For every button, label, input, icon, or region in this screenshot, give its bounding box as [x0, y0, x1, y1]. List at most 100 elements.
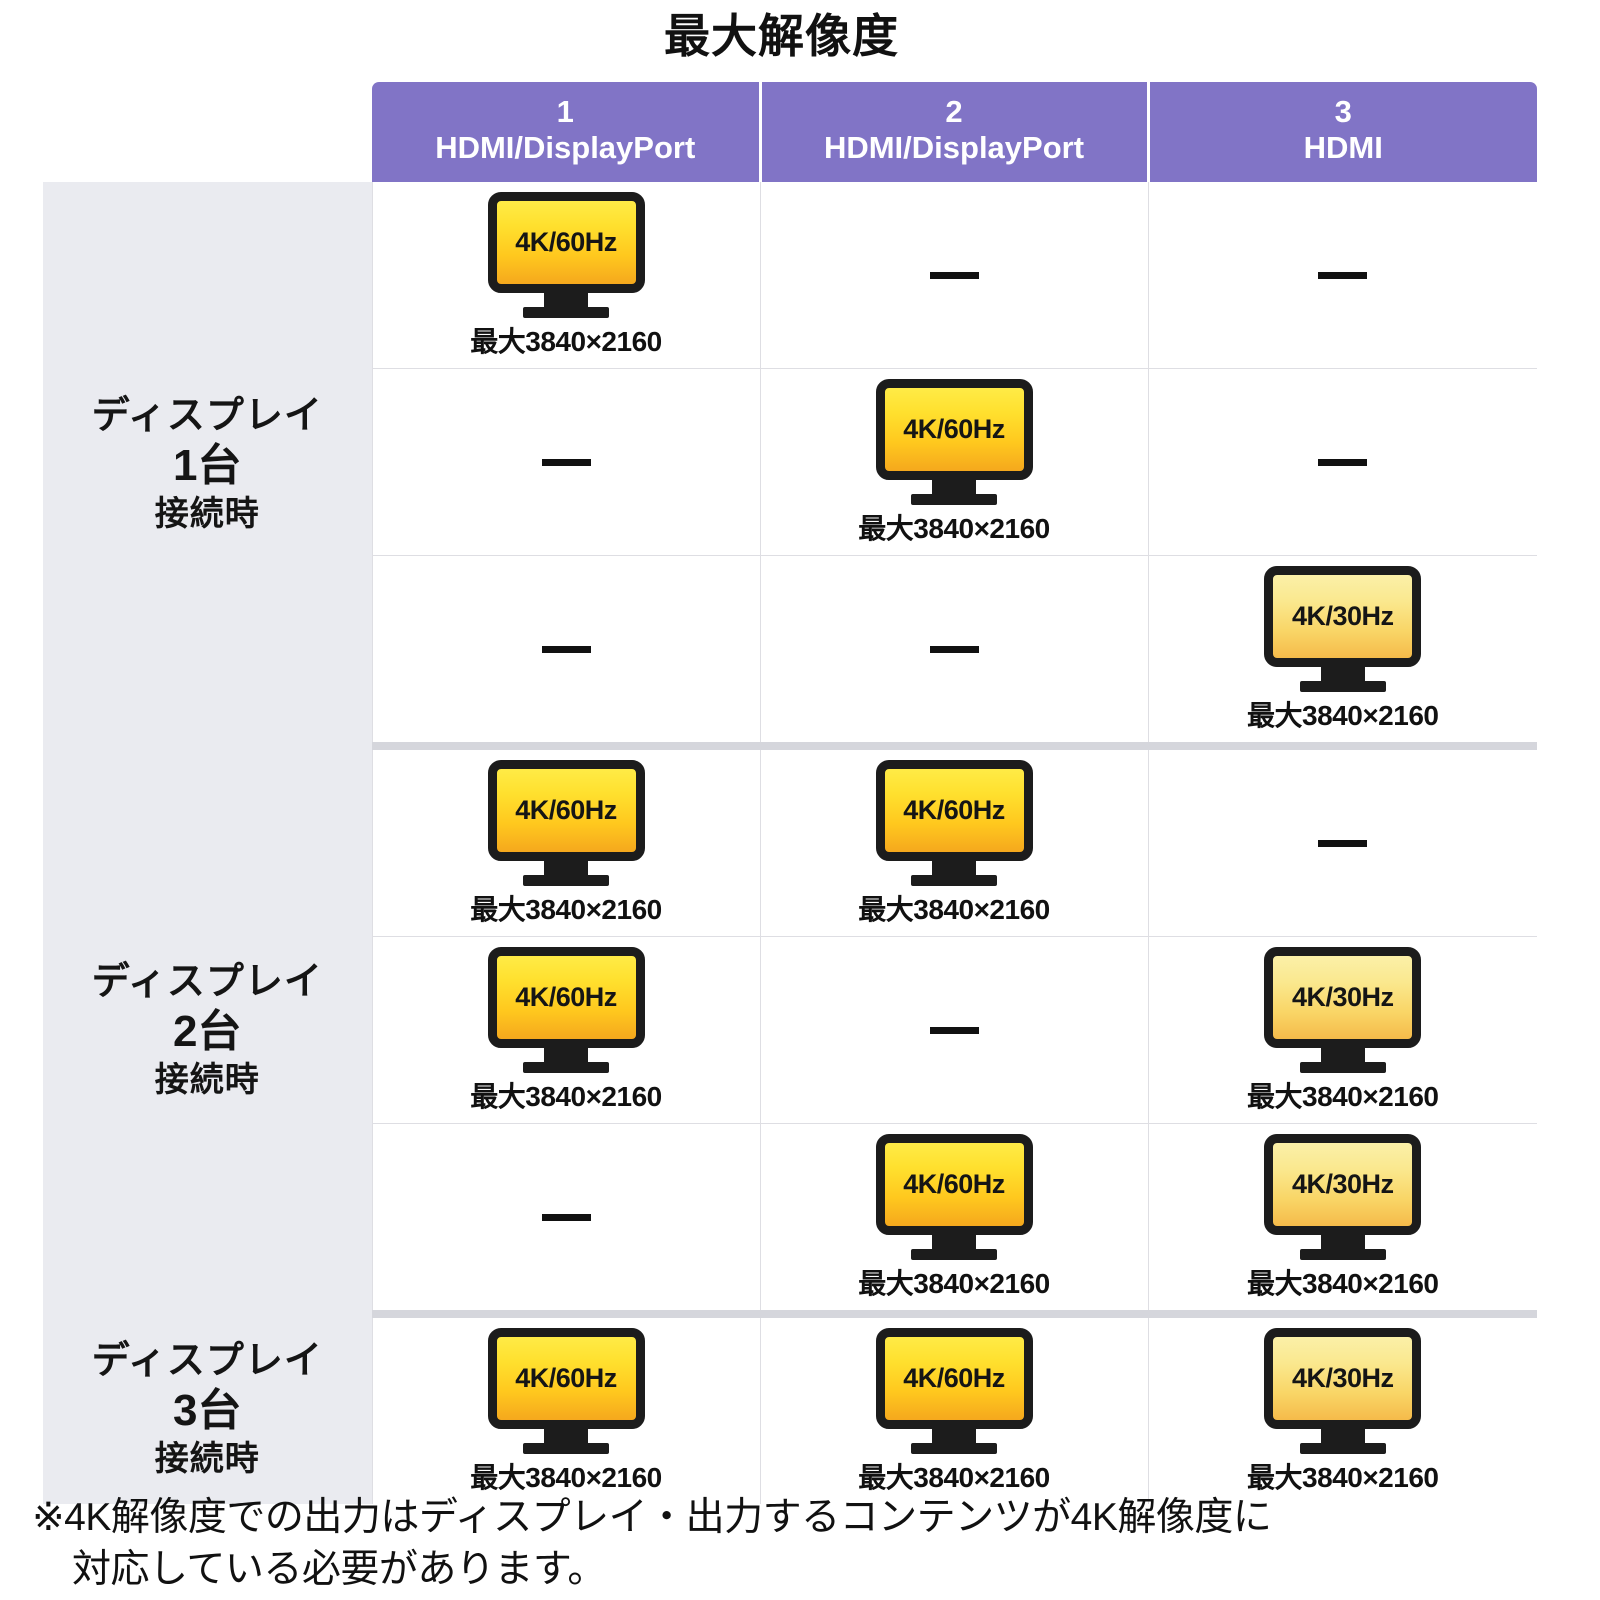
monitor-resolution-caption: 最大3840×2160: [470, 1462, 662, 1494]
cell-content: [1149, 369, 1538, 555]
not-supported-dash: [929, 1026, 979, 1034]
cell-content: [761, 182, 1148, 368]
header-column-2-number: 2: [945, 94, 963, 129]
monitor-resolution-caption: 最大3840×2160: [858, 1268, 1050, 1300]
not-supported-dash: [1318, 271, 1368, 279]
monitor-stand-base: [911, 875, 997, 887]
table-cell: 4K/60Hz 最大3840×2160: [760, 1123, 1149, 1318]
monitor-resolution-caption: 最大3840×2160: [1247, 1268, 1439, 1300]
header-column-3: 3 HDMI: [1148, 82, 1537, 182]
row-group-label-line-3: 接続時: [154, 495, 260, 533]
not-supported-dash: [541, 1213, 591, 1221]
monitor-stand-base: [523, 875, 609, 887]
monitor-screen: 4K/60Hz: [875, 379, 1033, 481]
monitor-screen: 4K/60Hz: [875, 760, 1033, 862]
monitor-stand-neck: [544, 1048, 588, 1063]
row-group-label-line-3: 接続時: [154, 1440, 260, 1478]
row-group-label-line-1: ディスプレイ: [91, 1340, 323, 1382]
table-cell: 4K/60Hz 最大3840×2160: [372, 1314, 761, 1504]
cell-content: [373, 556, 760, 742]
header-column-1: 1 HDMI/DisplayPort: [372, 82, 762, 182]
row-group-label-line-2: 3台: [173, 1386, 242, 1435]
monitor-icon: 4K/30Hz: [1264, 566, 1422, 693]
monitor-stand-neck: [1320, 1235, 1365, 1250]
monitor-screen: 4K/60Hz: [875, 1134, 1033, 1236]
cell-content: [1149, 182, 1538, 368]
row-group-label-line-2: 2台: [173, 1007, 242, 1056]
monitor-icon: 4K/30Hz: [1264, 1134, 1422, 1261]
monitor-stand-base: [523, 307, 609, 319]
table-cell: 4K/30Hz 最大3840×2160: [1148, 1123, 1537, 1318]
header-corner-cell: [43, 82, 372, 182]
row-group-label-line-1: ディスプレイ: [91, 395, 323, 437]
table-cell: 4K/60Hz 最大3840×2160: [760, 368, 1149, 556]
monitor-icon: 4K/60Hz: [487, 192, 645, 319]
not-supported-dash: [1318, 839, 1368, 847]
monitor-refresh-rate-label: 4K/60Hz: [515, 795, 617, 826]
monitor-screen: 4K/60Hz: [487, 760, 645, 862]
table-cell: [1148, 368, 1538, 556]
monitor-resolution-caption: 最大3840×2160: [1247, 1462, 1439, 1494]
table-cell: [1148, 182, 1537, 369]
monitor-resolution-caption: 最大3840×2160: [470, 894, 662, 926]
monitor-stand-neck: [932, 480, 976, 495]
monitor-icon: 4K/60Hz: [487, 760, 645, 887]
monitor-resolution-caption: 最大3840×2160: [470, 326, 662, 358]
monitor-refresh-rate-label: 4K/60Hz: [903, 414, 1005, 445]
header-column-3-ports: HDMI: [1303, 130, 1383, 165]
monitor-resolution-caption: 最大3840×2160: [1247, 1081, 1439, 1113]
table-cell: 4K/60Hz 最大3840×2160: [372, 182, 761, 369]
table-cell: [372, 1123, 761, 1318]
cell-content: 4K/60Hz 最大3840×2160: [373, 750, 760, 936]
monitor-stand-base: [1299, 681, 1386, 693]
cell-content: [373, 1124, 760, 1310]
monitor-stand-neck: [932, 861, 976, 876]
cell-content: 4K/60Hz 最大3840×2160: [761, 369, 1148, 555]
monitor-icon: 4K/60Hz: [875, 379, 1033, 506]
page-title: 最大解像度: [664, 10, 899, 62]
cell-content: [1149, 750, 1538, 936]
monitor-refresh-rate-label: 4K/60Hz: [903, 1169, 1005, 1200]
row-group-label-line-1: ディスプレイ: [91, 961, 323, 1003]
footnote-line-1: ※4K解像度での出力はディスプレイ・出力するコンテンツが4K解像度に: [32, 1496, 1272, 1539]
not-supported-dash: [541, 645, 591, 653]
monitor-stand-base: [911, 494, 997, 506]
monitor-stand-base: [911, 1249, 997, 1261]
table-cell: 4K/60Hz 最大3840×2160: [372, 746, 761, 937]
cell-content: [373, 369, 760, 555]
table-cell: [760, 182, 1149, 369]
not-supported-dash: [1318, 458, 1368, 466]
monitor-stand-neck: [544, 293, 588, 308]
header-column-3-number: 3: [1334, 94, 1352, 129]
cell-content: 4K/30Hz 最大3840×2160: [1149, 937, 1538, 1123]
monitor-screen: 4K/30Hz: [1264, 1134, 1422, 1236]
footnote-line-2: 対応している必要があります。: [72, 1548, 606, 1591]
monitor-screen: 4K/30Hz: [1264, 947, 1422, 1049]
monitor-icon: 4K/60Hz: [487, 947, 645, 1074]
table-cell: [372, 368, 761, 556]
not-supported-dash: [541, 458, 591, 466]
monitor-icon: 4K/60Hz: [487, 1328, 645, 1455]
cell-content: 4K/60Hz 最大3840×2160: [373, 182, 760, 368]
monitor-refresh-rate-label: 4K/60Hz: [903, 1363, 1005, 1394]
monitor-icon: 4K/60Hz: [875, 1328, 1033, 1455]
table-header: 1 HDMI/DisplayPort 2 HDMI/DisplayPort 3 …: [43, 82, 1537, 182]
monitor-icon: 4K/30Hz: [1264, 947, 1422, 1074]
monitor-refresh-rate-label: 4K/30Hz: [1291, 1169, 1394, 1200]
row-group-label-line-2: 1台: [173, 441, 242, 490]
monitor-resolution-caption: 最大3840×2160: [858, 513, 1050, 545]
monitor-refresh-rate-label: 4K/30Hz: [1291, 982, 1394, 1013]
header-column-2-ports: HDMI/DisplayPort: [823, 130, 1085, 165]
